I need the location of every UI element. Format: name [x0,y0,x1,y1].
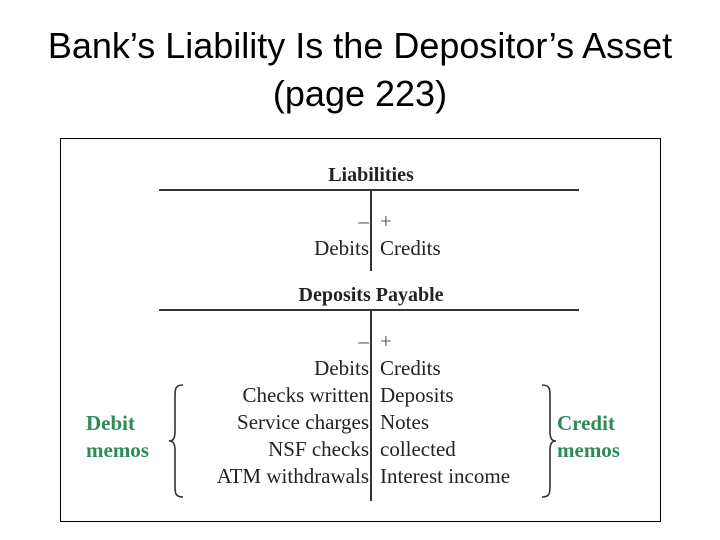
debit-memos-line-1: Debit [86,411,135,435]
t-account-figure: Liabilities – Debits + Credits Deposits … [60,138,661,522]
liabilities-horizontal-rule [159,189,579,191]
debit-memos-brace [168,384,184,498]
slide-title: Bank’s Liability Is the Depositor’s Asse… [0,22,720,118]
slide-title-line-2: (page 223) [272,73,448,114]
liabilities-minus-sign: – [358,209,370,233]
liabilities-vertical-rule [370,189,372,271]
liabilities-credit-side: + Credits [380,208,441,262]
debit-memos-label: Debit memos [86,410,149,464]
debit-item: NSF checks [268,437,369,461]
deposits-payable-debit-side: – Debits Checks written Service charges … [217,328,369,490]
credit-item: Deposits [380,383,454,407]
liabilities-debit-side: – Debits [314,208,369,262]
deposits-payable-debits-label: Debits [314,356,369,380]
credit-item: collected [380,437,456,461]
credit-item: Notes [380,410,429,434]
credit-item: Interest income [380,464,511,488]
credit-memos-line-1: Credit [557,411,615,435]
deposits-payable-plus-sign: + [380,329,392,353]
liabilities-credits-label: Credits [380,236,441,260]
deposits-payable-vertical-rule [370,309,372,501]
deposits-payable-credit-side: + Credits Deposits Notes collected Inter… [380,328,510,490]
credit-memos-brace [541,384,557,498]
liabilities-title: Liabilities [328,164,414,186]
slide-title-line-1: Bank’s Liability Is the Depositor’s Asse… [47,25,673,66]
deposits-payable-horizontal-rule [159,309,579,311]
deposits-payable-minus-sign: – [358,329,370,353]
liabilities-debits-label: Debits [314,236,369,260]
credit-memos-line-2: memos [557,438,620,462]
credit-memos-label: Credit memos [557,410,620,464]
deposits-payable-credits-label: Credits [380,356,441,380]
debit-memos-line-2: memos [86,438,149,462]
debit-item: ATM withdrawals [216,464,369,488]
liabilities-plus-sign: + [380,209,392,233]
debit-item: Service charges [237,410,369,434]
deposits-payable-title: Deposits Payable [298,284,444,306]
debit-item: Checks written [242,383,369,407]
